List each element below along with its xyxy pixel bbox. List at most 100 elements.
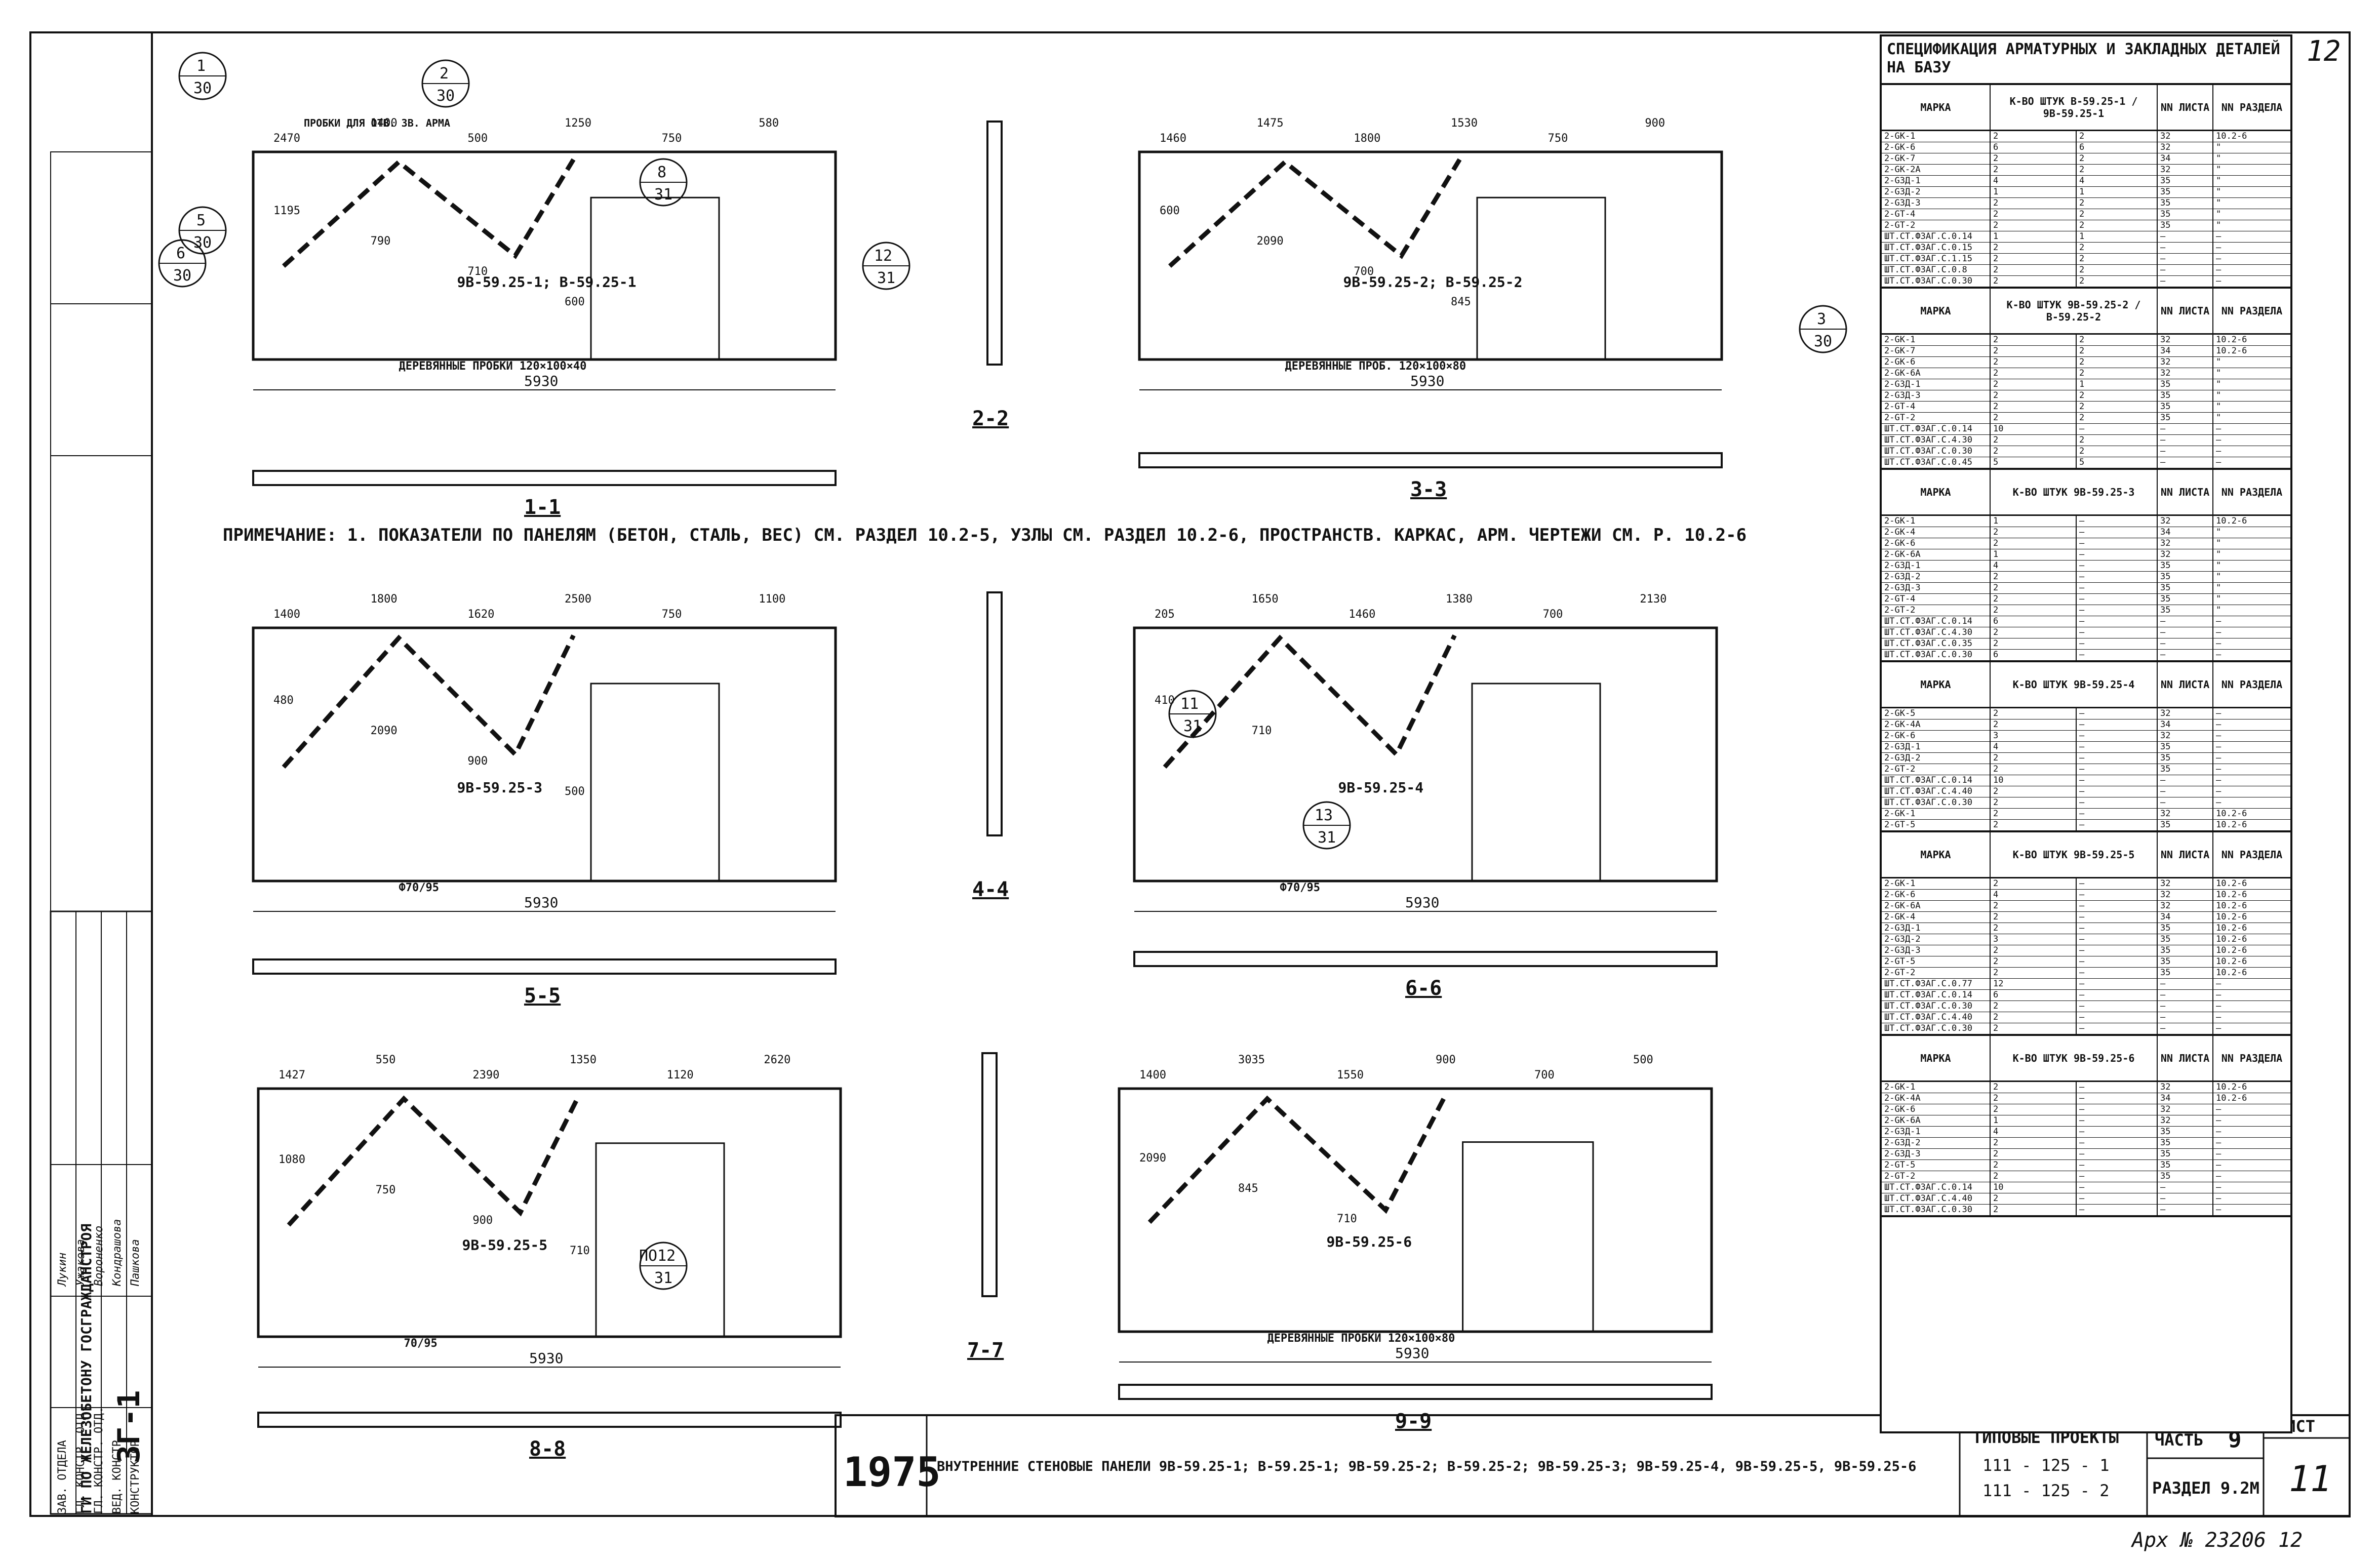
spec-cell: 34 <box>2158 719 2213 730</box>
dimension-value: 1650 <box>1252 593 1279 606</box>
spec-cell: — <box>2216 775 2222 785</box>
spec-cell: 35 <box>2158 923 2213 934</box>
spec-cell: 5 <box>2077 457 2158 468</box>
dimension-value: 1380 <box>1446 593 1473 606</box>
spec-cell: — <box>2158 627 2213 638</box>
spec-cell: 2 <box>1991 719 2077 730</box>
spec-cell: 32 <box>2158 335 2213 345</box>
spec-cell: 2 <box>1991 638 2077 649</box>
spec-cell: 2-GТ-4 <box>1882 402 1991 412</box>
dimension-value: 900 <box>1645 117 1665 130</box>
spec-cell: — <box>2158 276 2213 287</box>
spec-cell: 2-GК-6 <box>1882 731 1991 741</box>
spec-cell: — <box>2077 708 2158 719</box>
spec-cell: 2-GК-6 <box>1882 357 1991 368</box>
spec-cell: 2 <box>1991 357 2077 368</box>
spec-cell: 32 <box>2158 809 2213 819</box>
spec-header-cell: NN ЛИСТА <box>2158 85 2213 130</box>
spec-cell: ШТ.СТ.ФЗАГ.С.0.15 <box>1882 243 1991 253</box>
year: 1975 <box>843 1449 941 1496</box>
spec-cell: 2 <box>2077 243 2158 253</box>
spec-cell: 5 <box>1991 457 2077 468</box>
spec-cell: " <box>2216 209 2222 219</box>
spec-cell: — <box>2216 254 2222 264</box>
spec-cell: 2 <box>1991 379 2077 390</box>
spec-cell: 2 <box>1991 912 2077 923</box>
spec-cell: — <box>2077 1115 2158 1126</box>
spec-cell: 2-GТ-2 <box>1882 1171 1991 1182</box>
stamp-mark: ЗГ-1 <box>111 1390 147 1464</box>
spec-cell: — <box>2216 1001 2222 1011</box>
panel-note: ДЕРЕВЯННЫЕ ПРОБКИ 120×100×80 <box>1267 1332 1455 1345</box>
spec-cell: — <box>2216 1171 2222 1181</box>
spec-header-cell: К-ВО ШТУК 9В-59.25-4 <box>1991 662 2158 707</box>
spec-cell: — <box>2077 594 2158 605</box>
spec-cell: 2-GК-6 <box>1882 538 1991 549</box>
spec-cell: 2-GК-6А <box>1882 1115 1991 1126</box>
spec-cell: 2 <box>1991 254 2077 264</box>
panel-note: 70/95 <box>404 1337 438 1350</box>
spec-cell: — <box>2077 1149 2158 1159</box>
spec-cell: 2 <box>1991 605 2077 616</box>
spec-cell: — <box>2216 786 2222 796</box>
spec-cell: 2 <box>1991 220 2077 231</box>
dimension-value: 1460 <box>1160 132 1186 145</box>
dimension-value: 1620 <box>467 608 494 621</box>
spec-cell: — <box>2077 878 2158 889</box>
spec-cell: 1 <box>2077 187 2158 197</box>
panel-outline <box>1138 150 1723 361</box>
spec-cell: 6 <box>1991 616 2077 627</box>
spec-cell: — <box>2158 243 2213 253</box>
spec-cell: 35 <box>2158 1171 2213 1182</box>
spec-cell: 2 <box>2077 254 2158 264</box>
spec-cell: 2 <box>1991 435 2077 446</box>
spec-cell: 2 <box>1991 413 2077 423</box>
dimension-value: 1460 <box>1348 608 1375 621</box>
spec-cell: — <box>2158 1182 2213 1193</box>
spec-cell: 32 <box>2158 890 2213 900</box>
svg-text:31: 31 <box>654 1269 672 1287</box>
spec-cell: " <box>2216 368 2222 378</box>
spec-cell: " <box>2216 594 2222 604</box>
spec-cell: 2 <box>1991 956 2077 967</box>
spec-cell: 2-GЗД-2 <box>1882 187 1991 197</box>
panel-length: 5930 <box>524 373 558 389</box>
spec-cell: — <box>2216 742 2222 752</box>
spec-cell: 32 <box>2158 1115 2213 1126</box>
spec-cell: 1 <box>1991 187 2077 197</box>
spec-cell: 1 <box>1991 549 2077 560</box>
dimension-value: 1550 <box>1337 1069 1364 1082</box>
spec-cell: 34 <box>2158 1093 2213 1104</box>
dimension-value: 2500 <box>565 593 591 606</box>
spec-cell: 2 <box>1991 1082 2077 1093</box>
spec-cell: 10.2-6 <box>2216 923 2247 933</box>
spec-cell: 2 <box>1991 1104 2077 1115</box>
spec-cell: 2-GК-6 <box>1882 1104 1991 1115</box>
spec-cell: 1 <box>2077 231 2158 242</box>
spec-cell: — <box>2158 457 2213 468</box>
spec-cell: — <box>2077 956 2158 967</box>
spec-cell: 2 <box>1991 809 2077 819</box>
spec-cell: 2-GК-1 <box>1882 516 1991 527</box>
spec-cell: 2 <box>1991 968 2077 978</box>
dimension-value: 205 <box>1155 608 1175 621</box>
spec-cell: 35 <box>2158 594 2213 605</box>
spec-cell: — <box>2216 638 2222 649</box>
